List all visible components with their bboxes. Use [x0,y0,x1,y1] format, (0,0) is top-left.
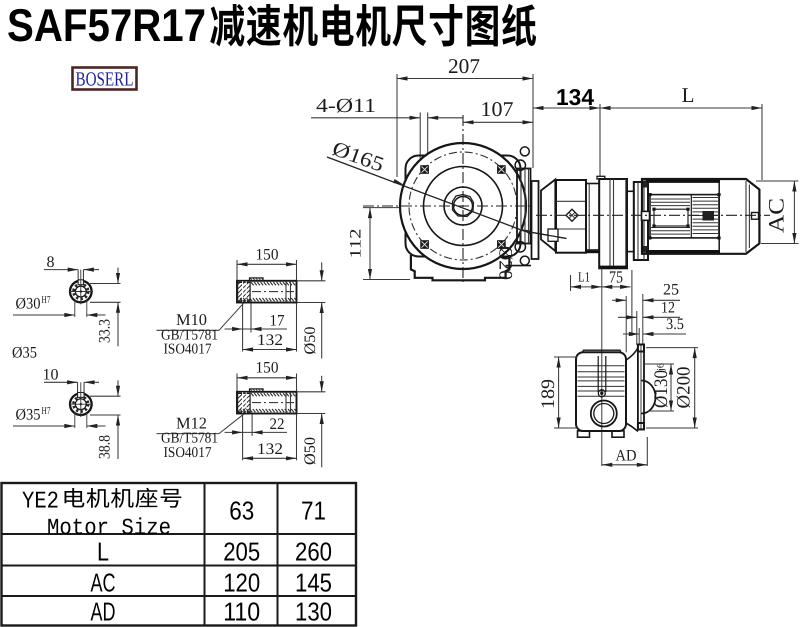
svg-text:120: 120 [223,568,260,598]
svg-text:Ø50: Ø50 [302,437,319,465]
svg-text:8: 8 [47,254,55,271]
svg-text:38.8: 38.8 [97,435,114,459]
svg-text:130: 130 [295,597,332,627]
svg-text:112: 112 [348,229,365,259]
svg-text:AC: AC [91,568,116,598]
svg-text:GB/T5781: GB/T5781 [161,431,218,447]
svg-text:71: 71 [301,496,326,526]
svg-text:260: 260 [295,537,332,567]
svg-text:Motor Size: Motor Size [47,515,171,541]
svg-text:L1: L1 [578,271,590,286]
svg-text:L: L [97,537,109,567]
svg-text:189: 189 [538,379,559,409]
svg-text:AC: AC [764,198,789,233]
svg-text:134: 134 [556,84,594,110]
svg-text:150: 150 [256,247,279,264]
svg-text:j6: j6 [656,363,667,372]
svg-text:Ø35: Ø35 [16,407,41,424]
svg-text:22: 22 [270,416,285,433]
svg-text:ISO4017: ISO4017 [164,342,212,358]
svg-text:Ø50: Ø50 [302,327,319,355]
svg-text:132: 132 [257,332,283,349]
svg-text:M12: M12 [176,413,207,432]
svg-text:12: 12 [661,300,675,317]
svg-text:63: 63 [229,496,254,526]
svg-text:ISO4017: ISO4017 [164,445,212,461]
svg-text:132: 132 [257,441,283,458]
svg-text:25: 25 [663,282,679,299]
svg-text:BOSERL: BOSERL [76,69,134,91]
svg-text:10: 10 [43,367,59,384]
svg-text:GB/T5781: GB/T5781 [161,328,218,344]
svg-text:YE2: YE2 [22,489,59,516]
svg-text:107: 107 [481,97,514,121]
svg-text:H7: H7 [42,406,51,417]
svg-text:AD: AD [91,597,116,627]
svg-text:Ø20: Ø20 [495,246,516,280]
svg-text:AD: AD [616,447,637,464]
svg-text:17: 17 [270,312,285,329]
svg-text:150: 150 [256,360,279,377]
svg-text:L: L [682,83,695,107]
svg-text:Ø35: Ø35 [12,345,37,362]
svg-text:3.5: 3.5 [666,316,684,333]
svg-text:Ø30: Ø30 [16,296,41,313]
svg-text:205: 205 [223,537,260,567]
svg-text:M10: M10 [176,310,207,329]
svg-text:Ø130: Ø130 [651,370,672,408]
svg-text:SAF57R17: SAF57R17 [7,0,206,51]
svg-text:Ø200: Ø200 [674,367,695,409]
svg-text:4-Ø11: 4-Ø11 [316,95,376,117]
svg-text:145: 145 [295,568,332,598]
svg-text:110: 110 [223,597,260,627]
svg-text:207: 207 [448,54,480,78]
svg-text:33.3: 33.3 [97,319,114,343]
svg-text:75: 75 [609,268,623,287]
svg-text:H7: H7 [42,295,51,306]
